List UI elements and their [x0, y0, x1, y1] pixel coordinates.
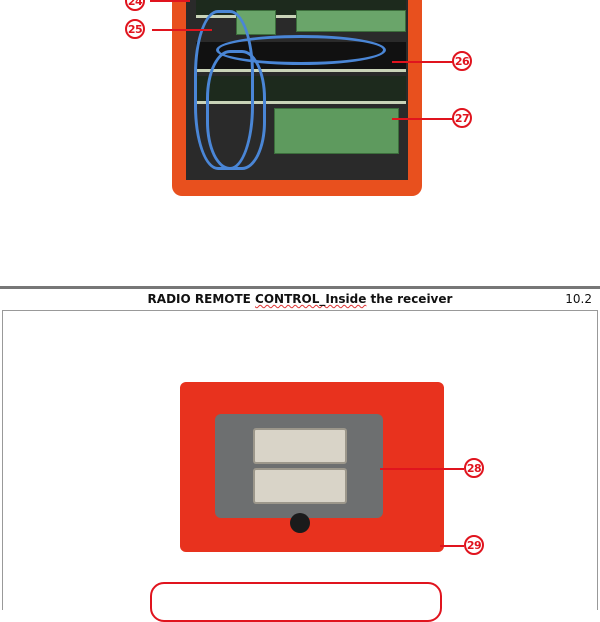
callout-26: 26	[452, 51, 472, 71]
connector-plug	[253, 468, 347, 504]
connector-plug	[253, 428, 347, 464]
receiver-interior	[186, 0, 408, 180]
section-title: RADIO REMOTE CONTROL_Inside the receiver	[147, 292, 453, 306]
page-divider	[0, 286, 600, 289]
cable-gland	[290, 513, 310, 533]
callout-28: 28	[464, 458, 484, 478]
highlight-box	[150, 582, 442, 622]
connector-plate	[215, 414, 383, 518]
page-number: 10.2	[565, 292, 592, 306]
callout-25: 25	[125, 19, 145, 39]
callout-27: 27	[452, 108, 472, 128]
content-frame	[2, 310, 598, 610]
callout-24: 24	[125, 0, 145, 11]
callout-29: 29	[464, 535, 484, 555]
